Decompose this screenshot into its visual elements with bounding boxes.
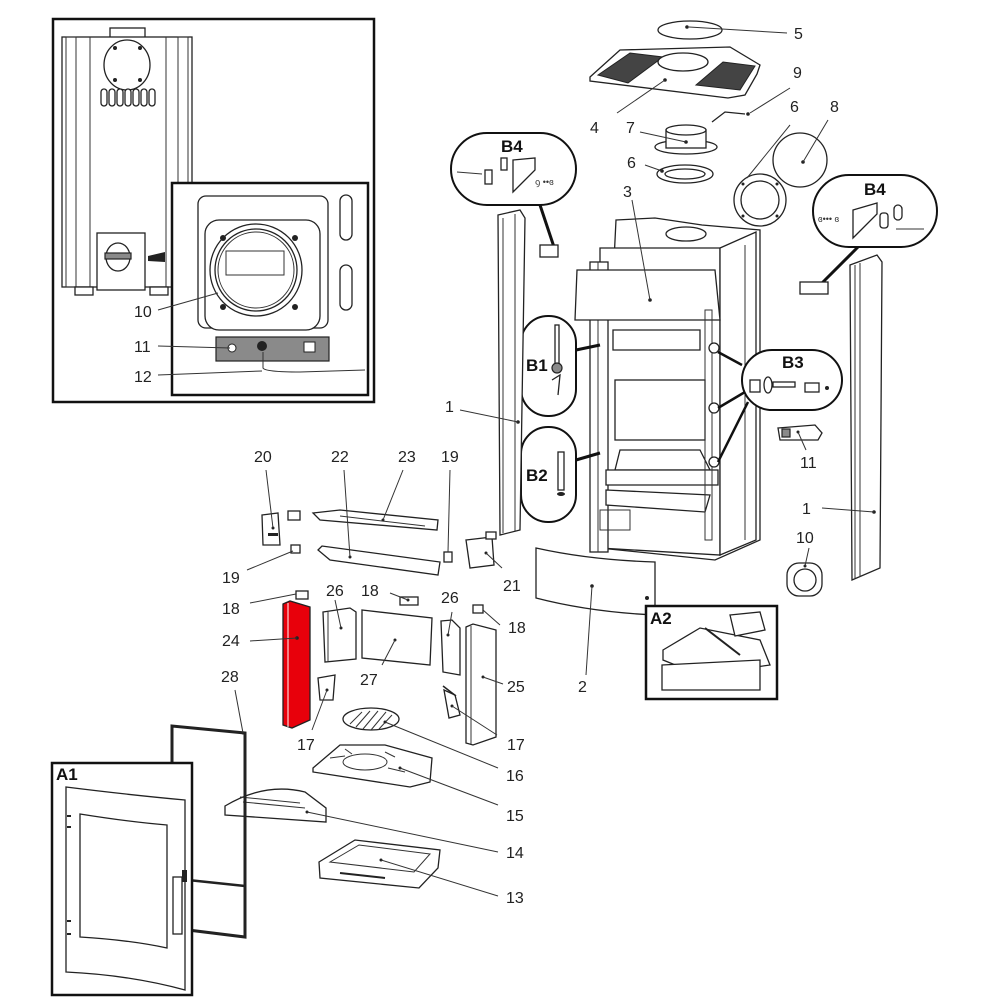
stove-rear-view [61, 27, 193, 296]
part-label-18-middle: 18 [361, 583, 379, 600]
part-label-15: 15 [506, 808, 524, 825]
part-21-bracket: 21 [465, 531, 521, 595]
part-17-wedge-right: 17 [442, 685, 525, 754]
inset-a2: A2 [644, 604, 779, 701]
callout-b4-left: B4 ꝯ ••ɞ [450, 132, 577, 258]
inset-label-a1: A1 [56, 765, 78, 784]
part-13-ash-drawer: 13 [318, 839, 524, 907]
part-3-stove-body: 3 [574, 184, 761, 561]
callout-label-b2: B2 [526, 466, 548, 485]
part-10-flue-ring: 10 [786, 530, 823, 597]
part-label-16: 16 [506, 768, 524, 785]
part-label-12: 12 [134, 369, 152, 386]
part-19-clip-left: 19 [222, 544, 301, 587]
callout-label-b1: B1 [526, 356, 548, 375]
part-4-top-plate: 4 [589, 46, 761, 137]
part-6-gasket-rear: 6 [733, 99, 799, 227]
vent-slots [100, 88, 156, 107]
part-7-flue-collar: 7 [626, 120, 718, 155]
part-15-grate-base: 15 [312, 744, 524, 825]
part-label-19-top: 19 [441, 449, 459, 466]
part-14-ash-grate-cover: 14 [224, 788, 524, 862]
callout-label-b3: B3 [782, 353, 804, 372]
part-8-cover-plate: 8 [772, 99, 839, 188]
inset-a1: A1 [50, 761, 194, 997]
part-19-clip-right: 19 [441, 449, 459, 563]
part-25-side-brick-right: 25 [465, 623, 525, 746]
part-label-6-top: 6 [627, 155, 636, 172]
callout-b3: B3 [716, 349, 843, 463]
part-23-baffle: 23 [311, 449, 439, 531]
part-label-18-right: 18 [508, 620, 526, 637]
part-label-26-right: 26 [441, 590, 459, 607]
part-label-1-left: 1 [445, 399, 454, 416]
part-label-20: 20 [254, 449, 272, 466]
part-11-control-module: 11 [777, 424, 823, 472]
part-label-1-right: 1 [802, 501, 811, 518]
part-label-19-left: 19 [222, 570, 240, 587]
part-label-5: 5 [794, 26, 803, 43]
part-26-corner-brick-left: 26 [322, 583, 357, 663]
callout-b2: B2 [520, 426, 601, 523]
part-label-18-left: 18 [222, 601, 240, 618]
part-label-10: 10 [796, 530, 814, 547]
part-label-4: 4 [590, 120, 599, 137]
svg-text:ꝯ ••ɞ: ꝯ ••ɞ [535, 177, 554, 188]
part-label-9: 9 [793, 65, 802, 82]
callout-b4-right: B4 ɞ••• ɞ [799, 174, 938, 295]
rear-view-inset: 10 11 12 [51, 17, 376, 404]
flue-connector-detail [197, 194, 353, 331]
part-label-21: 21 [503, 578, 521, 595]
part-24-side-brick-highlighted: 24 [222, 600, 311, 729]
part-1-side-panel-left: 1 [445, 209, 526, 536]
part-17-wedge-left: 17 [297, 674, 336, 754]
part-label-28: 28 [221, 669, 239, 686]
part-26-corner-brick-right: 26 [440, 590, 461, 676]
control-board-11-inset [215, 336, 366, 373]
part-20-bracket: 20 [254, 449, 301, 546]
part-27-back-brick: 27 [360, 609, 433, 689]
part-6-gasket-top: 6 [627, 155, 714, 184]
part-9-pin: 9 [711, 65, 802, 123]
part-label-14: 14 [506, 845, 524, 862]
part-label-2: 2 [578, 679, 587, 696]
part-label-17-right: 17 [507, 737, 525, 754]
part-label-22: 22 [331, 449, 349, 466]
part-label-11-inset: 11 [134, 339, 151, 356]
part-1-side-panel-right: 1 [802, 254, 883, 581]
part-label-11: 11 [800, 455, 817, 472]
part-label-23: 23 [398, 449, 416, 466]
part-label-27: 27 [360, 672, 378, 689]
part-label-13: 13 [506, 890, 524, 907]
part-label-24: 24 [222, 633, 240, 650]
part-label-8: 8 [830, 99, 839, 116]
part-label-25: 25 [507, 679, 525, 696]
callout-b1: B1 [520, 315, 601, 417]
part-label-26-left: 26 [326, 583, 344, 600]
part-18-clip-left: 18 [222, 590, 309, 618]
callout-label-b4-left: B4 [501, 137, 523, 156]
part-label-17-left: 17 [297, 737, 315, 754]
svg-text:ɞ••• ɞ: ɞ••• ɞ [818, 214, 840, 224]
part-18-clip-middle: 18 [361, 583, 419, 606]
part-16-grate: 16 [342, 707, 524, 785]
part-label-7: 7 [626, 120, 635, 137]
inset-label-a2: A2 [650, 609, 672, 628]
part-label-10-inset: 10 [134, 304, 152, 321]
part-label-3: 3 [623, 184, 632, 201]
part-2-front-panel: 2 [535, 547, 656, 696]
part-22-baffle-plate: 22 [317, 449, 441, 576]
callout-label-b4-right: B4 [864, 180, 886, 199]
part-18-clip-right: 18 [472, 604, 526, 637]
part-label-6-rear: 6 [790, 99, 799, 116]
part-5-cover-disc: 5 [657, 20, 803, 43]
